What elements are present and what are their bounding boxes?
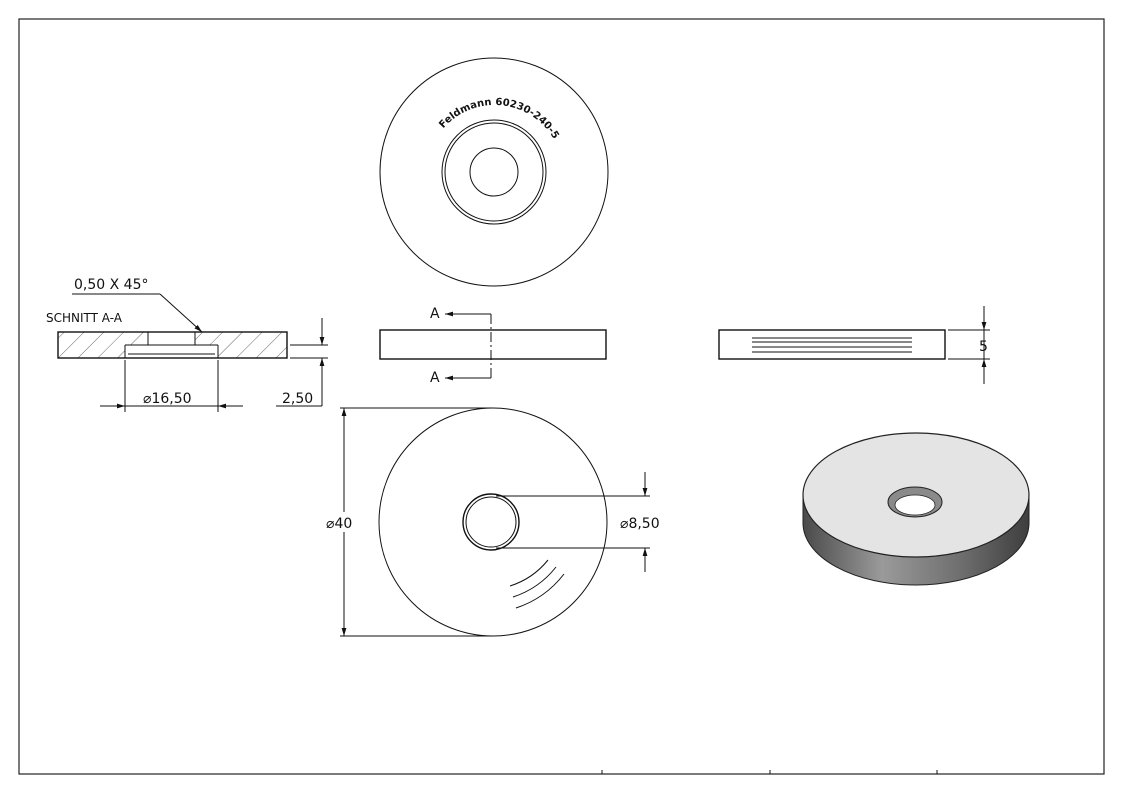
dimension-label: ⌀8,50 xyxy=(620,516,660,532)
bottom-view: ⌀40 ⌀8,50 xyxy=(324,407,660,637)
sheet-border xyxy=(18,18,1105,775)
engraving-text: Feldmann 60230-240-5 xyxy=(437,97,560,141)
section-marker: A xyxy=(430,306,440,322)
dimension-label: ⌀40 xyxy=(326,516,352,532)
side-view: 5 xyxy=(718,306,990,384)
dimension-label: 2,50 xyxy=(282,391,313,407)
top-view: Feldmann 60230-240-5 xyxy=(379,57,609,287)
front-view: A A xyxy=(379,306,607,386)
dimension-label: 5 xyxy=(979,339,988,355)
section-view: SCHNITT A-A 0,50 X 45° ⌀16,50 2,50 xyxy=(46,277,328,412)
chamfer-note: 0,50 X 45° xyxy=(74,277,148,293)
dimension-label: ⌀16,50 xyxy=(143,391,192,407)
isometric-view xyxy=(802,432,1030,586)
section-title: SCHNITT A-A xyxy=(46,311,123,325)
section-marker: A xyxy=(430,370,440,386)
